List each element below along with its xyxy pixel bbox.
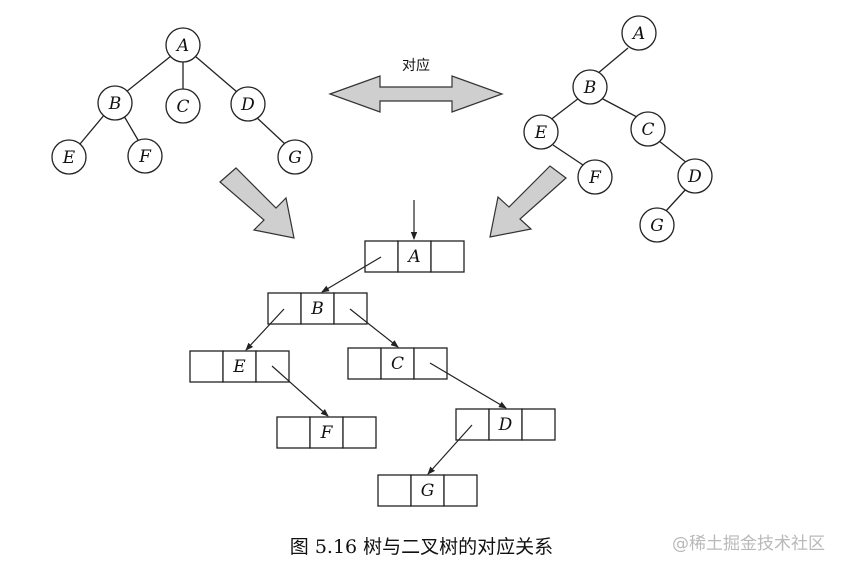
- list-node-e: E: [189, 350, 290, 383]
- node-label: F: [138, 147, 152, 167]
- tree-edge-d-g: [254, 115, 286, 145]
- tree-node-c: C: [165, 88, 201, 124]
- node-label: A: [631, 24, 645, 44]
- bt-edge-c-d: [658, 140, 688, 164]
- bt-edge-b-c: [600, 97, 638, 118]
- node-label: A: [175, 36, 189, 56]
- node-label: G: [650, 216, 664, 236]
- child-sibling-linked-structure: A B E C F: [189, 200, 556, 507]
- tree-edge-b-e: [79, 113, 106, 145]
- pointer-a-child-b: [321, 256, 382, 293]
- left-down-arrow: [219, 167, 295, 239]
- pointer-e-sibling-f: [271, 365, 329, 417]
- pointer-b-child-e: [245, 308, 285, 351]
- tree-node-f: F: [127, 138, 163, 174]
- node-label: C: [176, 97, 189, 117]
- node-label: D: [240, 95, 255, 115]
- node-label: E: [62, 148, 76, 168]
- node-value: A: [406, 247, 420, 267]
- bt-edge-e-f: [552, 144, 584, 166]
- bt-edge-b-e: [548, 97, 580, 122]
- list-node-b: B: [267, 292, 368, 325]
- bt-node-g: G: [639, 207, 675, 243]
- tree-node-b: B: [97, 85, 133, 121]
- node-label: D: [687, 167, 702, 187]
- binary-tree: A B C D E F G: [523, 15, 713, 243]
- node-label: C: [641, 120, 654, 140]
- pointer-b-sibling-c: [349, 308, 399, 348]
- bt-node-d: D: [677, 158, 713, 194]
- bt-edge-d-g: [664, 187, 688, 213]
- watermark: @稀土掘金技术社区: [672, 534, 825, 554]
- node-label: F: [588, 168, 602, 188]
- tree-node-e: E: [51, 139, 87, 175]
- tree-node-g: G: [277, 139, 313, 175]
- node-value: D: [498, 415, 513, 435]
- node-value: C: [391, 354, 404, 374]
- list-node-c: C: [347, 347, 448, 380]
- node-label: E: [534, 123, 548, 143]
- figure-caption: 图 5.16 树与二叉树的对应关系: [289, 536, 554, 558]
- node-label: B: [108, 94, 122, 114]
- bt-node-e: E: [523, 114, 559, 150]
- tree-node-a: A: [165, 27, 201, 63]
- node-value: G: [421, 481, 435, 501]
- correspondence-label: 对应: [402, 57, 430, 74]
- list-node-g: G: [377, 474, 478, 507]
- node-value: F: [320, 423, 334, 443]
- node-label: G: [288, 148, 302, 168]
- node-value: E: [232, 357, 246, 377]
- tree-node-d: D: [230, 86, 266, 122]
- node-value: B: [310, 299, 324, 319]
- bt-node-b: B: [572, 69, 608, 105]
- pointer-d-child-g: [427, 424, 473, 475]
- tree-edge-a-d: [194, 55, 238, 93]
- bt-edge-a-b: [596, 47, 629, 75]
- correspondence-double-arrow: 对应: [328, 57, 504, 113]
- general-tree: A B C D E F G: [51, 27, 313, 175]
- node-label: B: [583, 78, 597, 98]
- list-node-d: D: [455, 408, 556, 441]
- bt-node-c: C: [630, 111, 666, 147]
- right-down-arrow: [489, 165, 567, 238]
- tree-edge-b-f: [123, 115, 139, 141]
- pointer-c-sibling-d: [429, 362, 507, 409]
- list-node-a: A: [364, 240, 465, 273]
- tree-edge-a-b: [125, 55, 172, 93]
- bt-node-a: A: [621, 15, 657, 51]
- bt-node-f: F: [577, 159, 613, 195]
- list-node-f: F: [276, 416, 377, 449]
